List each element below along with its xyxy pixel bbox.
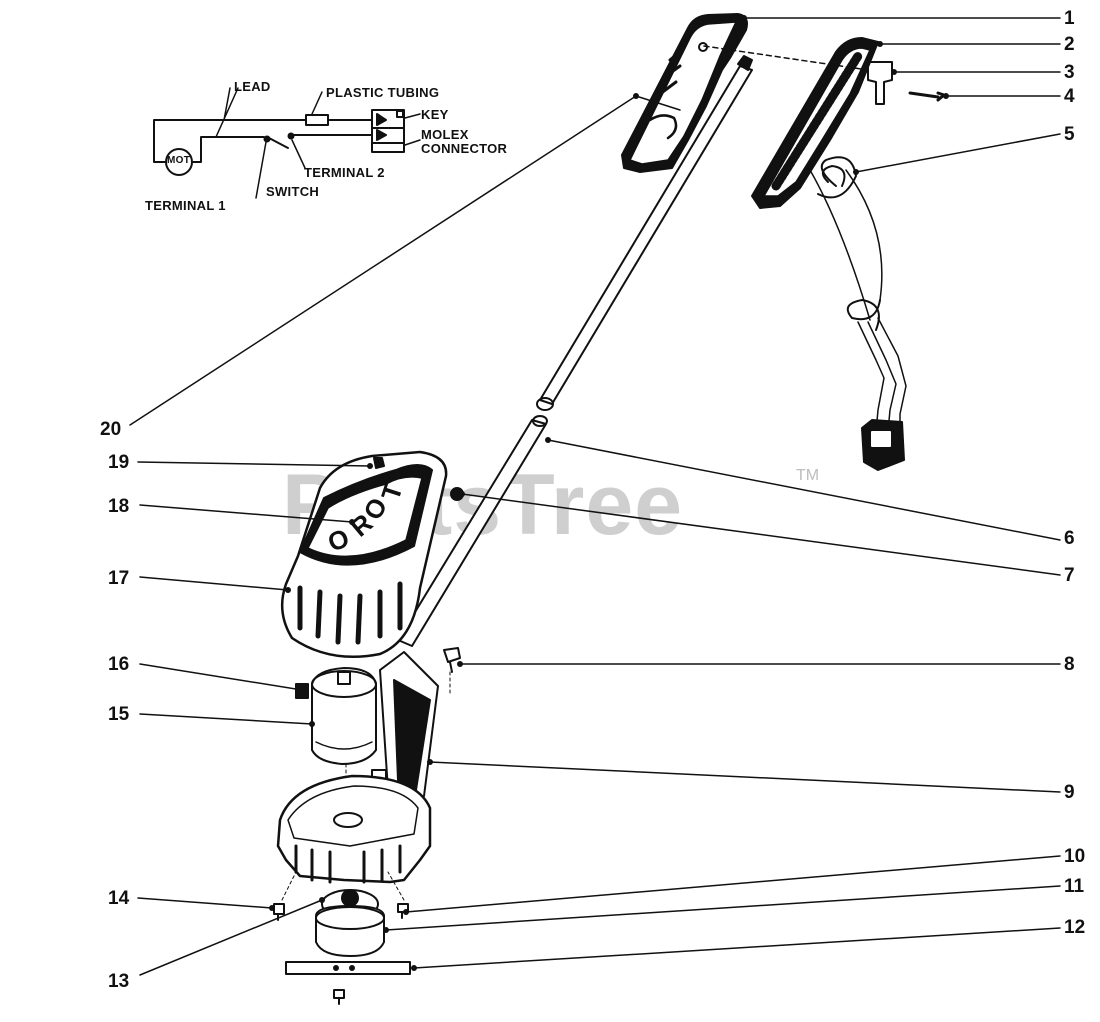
line-spool bbox=[315, 889, 385, 957]
lead-wire-top bbox=[153, 119, 307, 163]
trimmer-base bbox=[276, 774, 432, 884]
motor-housing bbox=[280, 450, 448, 659]
lead-label: LEAD bbox=[234, 79, 271, 94]
key-label: KEY bbox=[421, 107, 449, 122]
callout-8: 8 bbox=[1064, 654, 1075, 675]
cord-clip bbox=[867, 61, 893, 105]
cutting-blade bbox=[285, 961, 411, 975]
motor bbox=[295, 667, 377, 801]
housing-screw bbox=[373, 457, 385, 469]
callout-leader-lines bbox=[129, 17, 1061, 976]
handle-screw bbox=[908, 91, 946, 102]
callout-17: 17 bbox=[108, 568, 130, 589]
callout-10: 10 bbox=[1064, 846, 1086, 867]
plastic-tubing-label: PLASTIC TUBING bbox=[326, 85, 440, 100]
callout-6: 6 bbox=[1064, 528, 1075, 549]
blade-screw bbox=[333, 989, 345, 1005]
callout-13: 13 bbox=[108, 971, 130, 992]
callout-5: 5 bbox=[1064, 124, 1075, 145]
terminal-2-label: TERMINAL 2 bbox=[304, 165, 385, 180]
callout-15: 15 bbox=[108, 704, 130, 725]
callout-19: 19 bbox=[108, 452, 130, 473]
callout-3: 3 bbox=[1064, 62, 1075, 83]
watermark-trademark: TM bbox=[796, 467, 820, 484]
callout-18: 18 bbox=[108, 496, 130, 517]
callout-16: 16 bbox=[108, 654, 130, 675]
power-cord bbox=[809, 156, 907, 471]
wiring-schematic bbox=[153, 87, 421, 199]
terminal-1-label: TERMINAL 1 bbox=[145, 198, 226, 213]
callout-20: 20 bbox=[100, 419, 122, 440]
callout-4: 4 bbox=[1064, 86, 1075, 107]
motor-label: MOT bbox=[167, 155, 191, 166]
switch-blade bbox=[268, 137, 289, 149]
handle-tube bbox=[397, 55, 753, 647]
callout-2: 2 bbox=[1064, 34, 1075, 55]
callout-14: 14 bbox=[108, 888, 130, 909]
callout-12: 12 bbox=[1064, 917, 1086, 938]
callout-11: 11 bbox=[1064, 876, 1085, 897]
molex-connector-symbol bbox=[371, 109, 405, 153]
callout-7: 7 bbox=[1064, 565, 1075, 586]
callout-1: 1 bbox=[1064, 8, 1075, 29]
handle-cover-half bbox=[751, 37, 879, 209]
callout-9: 9 bbox=[1064, 782, 1075, 803]
connector-label: CONNECTOR bbox=[421, 141, 508, 156]
bracket-screw bbox=[443, 647, 461, 673]
molex-label: MOLEX bbox=[421, 127, 469, 142]
base-screw-left bbox=[273, 903, 285, 921]
switch-label: SWITCH bbox=[266, 184, 320, 199]
plastic-tubing-symbol bbox=[305, 114, 329, 126]
lead-wire-bottom bbox=[191, 136, 265, 163]
